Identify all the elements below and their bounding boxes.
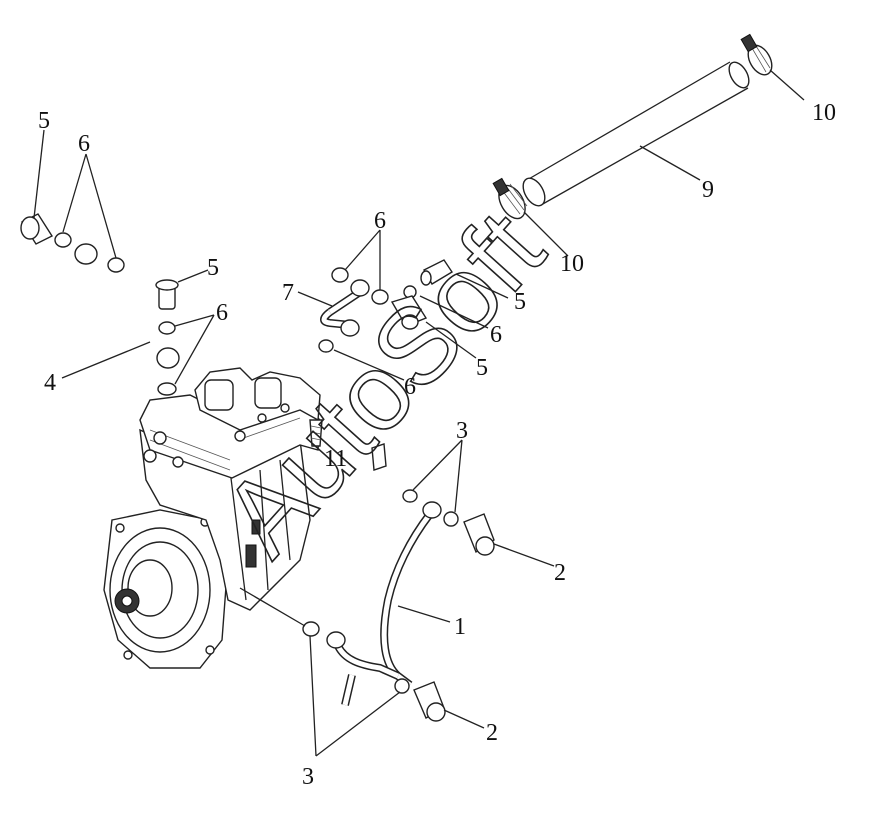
leader-lines [33,69,805,757]
shaft-nut [114,588,140,614]
washer-6-pipe7-c [318,339,334,353]
callouts: 5 6 5 6 4 6 7 10 9 10 5 6 5 6 11 3 2 1 2… [38,100,836,790]
banjo-bolt-5-center-a [420,259,453,286]
callout-5: 5 [476,355,488,381]
callout-9: 9 [702,177,714,203]
washer-6-pipe7-a [331,267,349,283]
hose-9 [522,61,750,207]
callout-4: 4 [44,370,56,396]
banjo-bolt-2-upper [463,513,495,556]
callout-2: 2 [554,560,566,586]
callout-6: 6 [374,208,386,234]
air-compressor-assembly [103,367,321,669]
banjo-bolt-5-vertical [155,279,179,310]
callout-3: 3 [456,418,468,444]
hose-clamp-10-upper [740,33,773,76]
banjo-bolt-5-left [20,213,54,245]
washer-3-lower-b [394,678,410,694]
fitting-11 [309,419,387,471]
washer-3-upper-b [443,511,459,527]
callout-5: 5 [38,108,50,134]
banjo-bolt-2-lower [413,681,446,722]
washer-6-vertical-a [158,321,176,335]
washer-3-upper-a [402,489,418,503]
callout-6: 6 [78,131,90,157]
callout-2: 2 [486,720,498,746]
callout-10: 10 [560,251,584,277]
callout-5: 5 [207,255,219,281]
callout-6: 6 [404,374,416,400]
washer-3-lower-a [302,621,320,637]
callout-10: 10 [812,100,836,126]
callout-1: 1 [454,614,466,640]
callout-11: 11 [324,446,347,472]
callout-7: 7 [282,280,294,306]
banjo-bolt-5-center-b [390,295,428,330]
pipe-1 [326,501,442,706]
callout-6: 6 [490,322,502,348]
callout-6: 6 [216,300,228,326]
pipe-7 [320,279,370,337]
washer-6-left-a [54,232,72,248]
washer-6-left-b [107,257,125,273]
pipe-4 [74,243,180,369]
hose-clamp-10-lower [492,177,528,220]
callout-5: 5 [514,289,526,315]
callout-3: 3 [302,764,314,790]
washer-6-vertical-b [157,382,177,396]
